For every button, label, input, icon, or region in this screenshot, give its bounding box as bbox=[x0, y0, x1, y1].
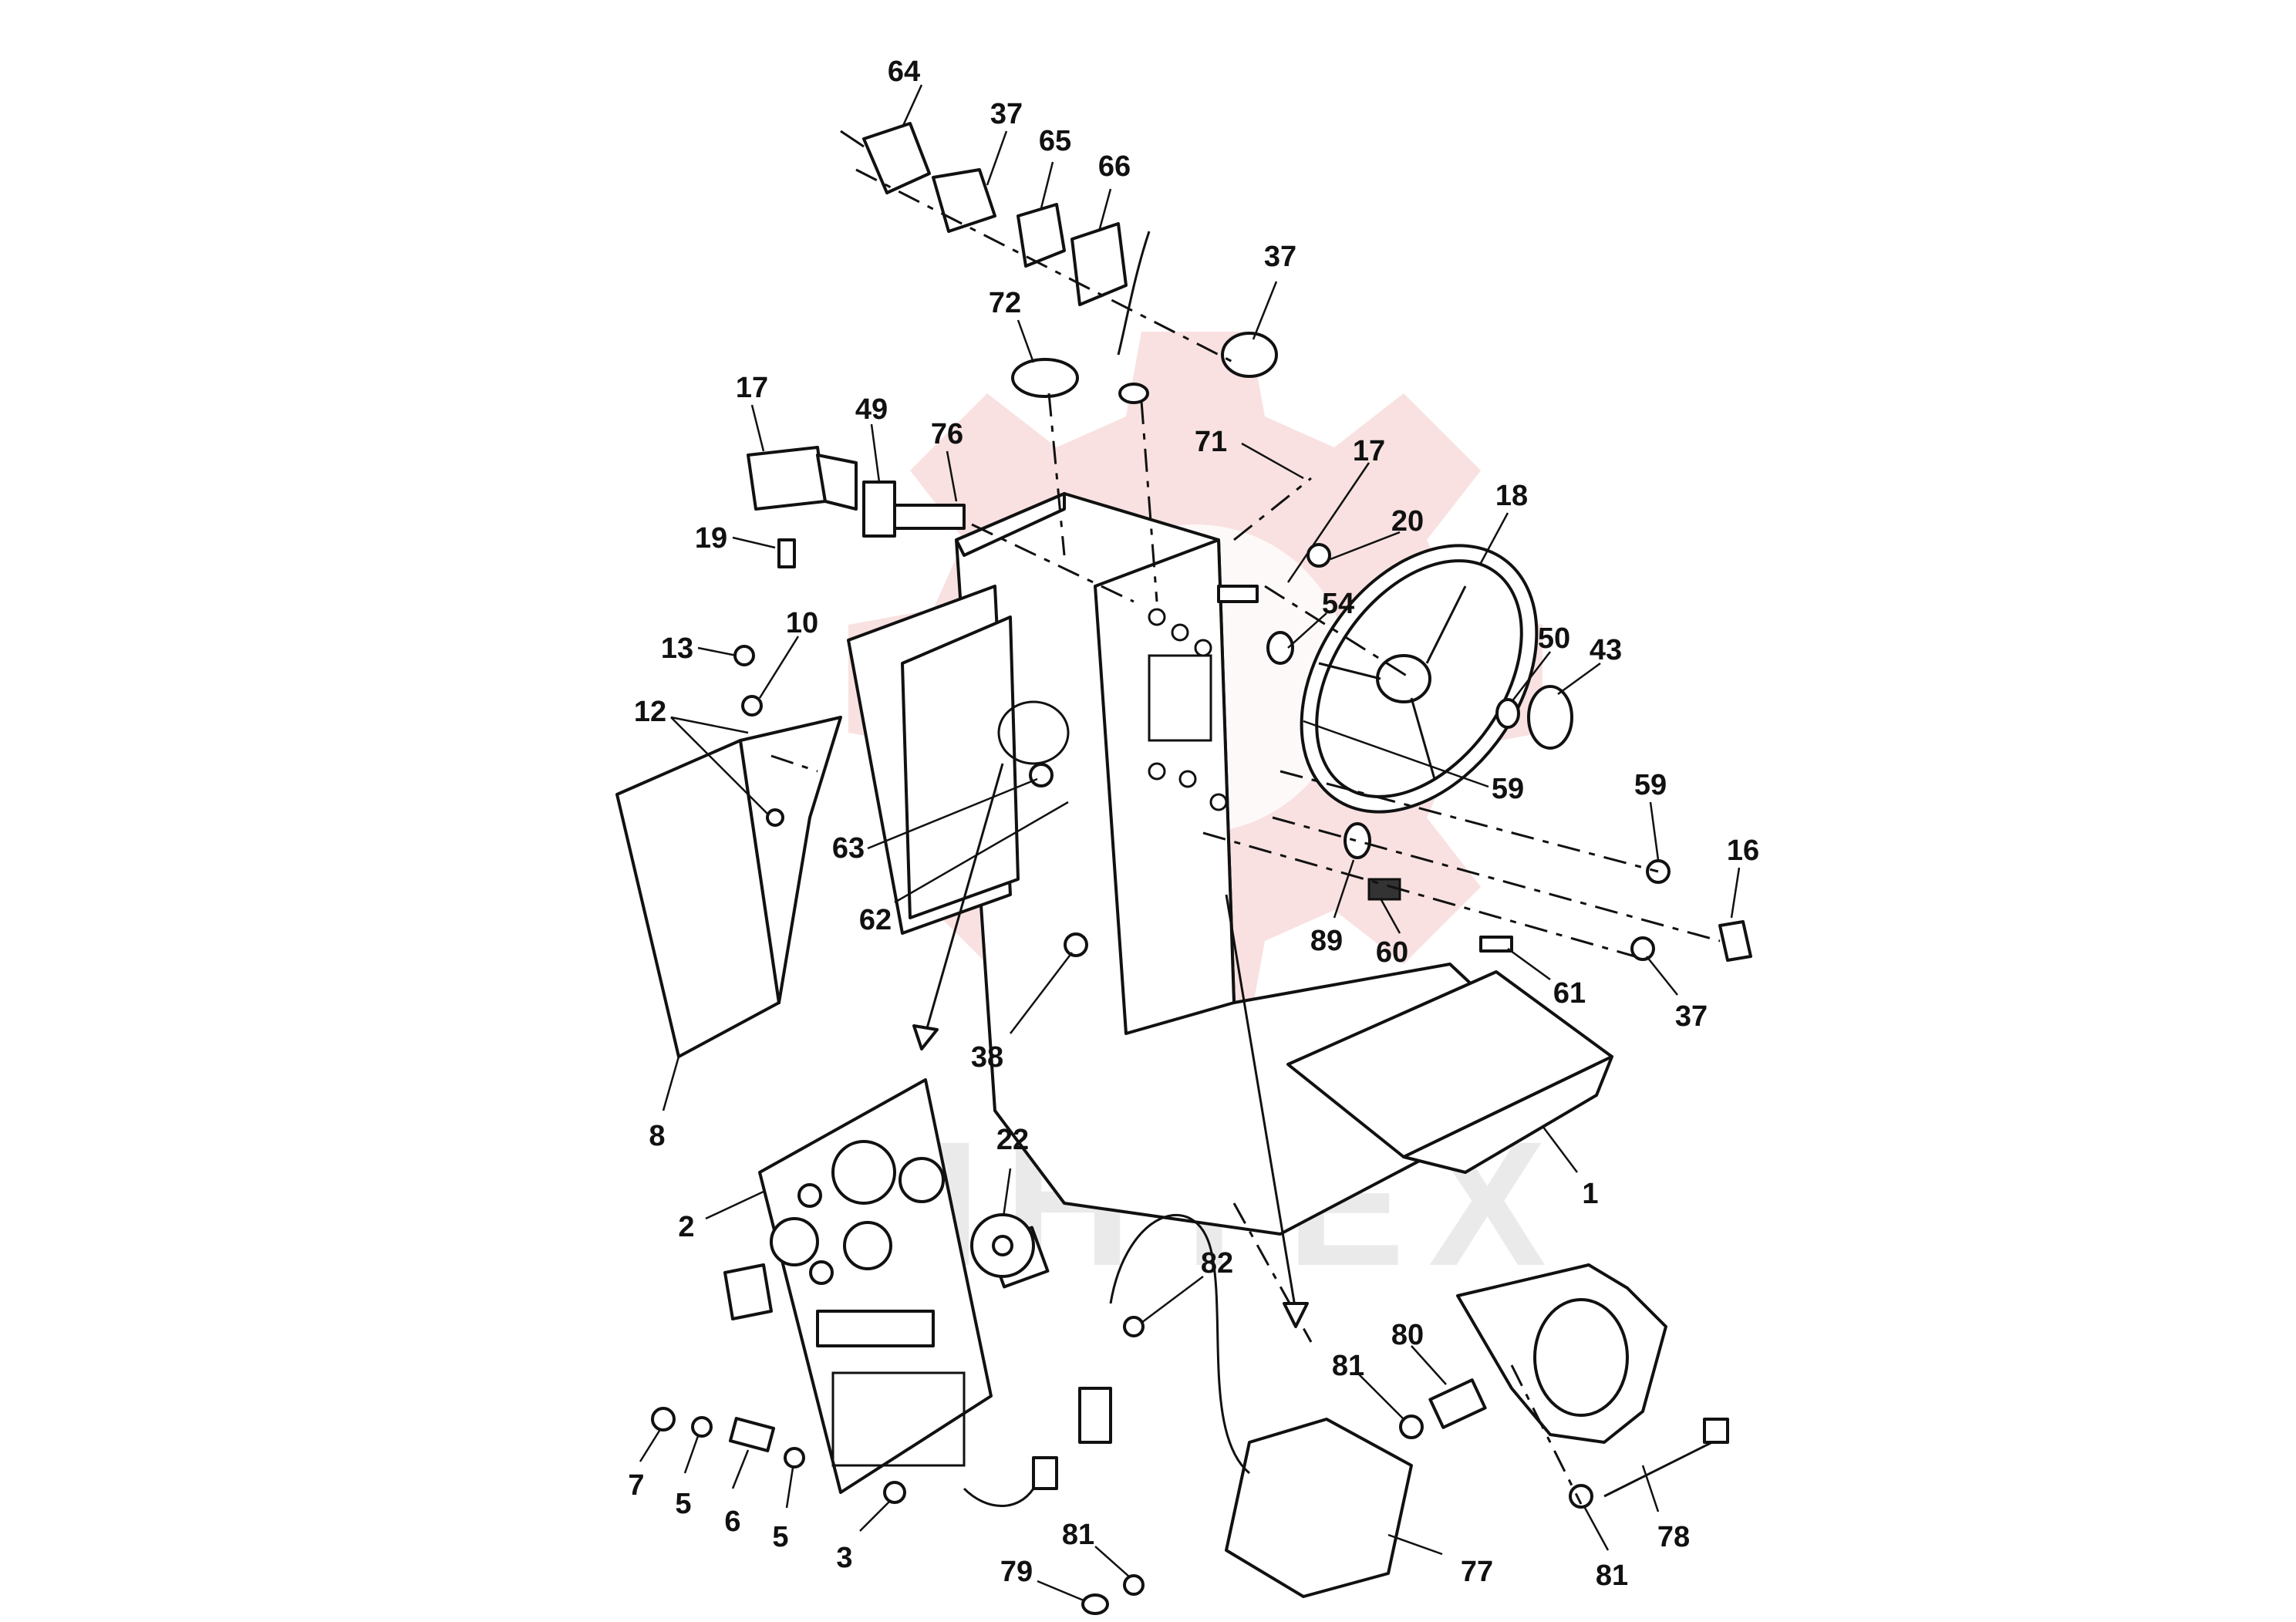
rear-housing bbox=[847, 585, 1070, 935]
motor-bracket bbox=[1225, 1263, 1729, 1598]
wiring-harness bbox=[963, 1213, 1250, 1615]
callout-label: 54 bbox=[1322, 588, 1354, 620]
callout-label: 16 bbox=[1727, 835, 1759, 867]
callout-label: 1 bbox=[1582, 1178, 1598, 1210]
callout-label: 65 bbox=[1039, 125, 1071, 157]
callout-label: 82 bbox=[1201, 1247, 1233, 1280]
cover-panel bbox=[615, 716, 842, 1058]
callout-label: 8 bbox=[649, 1120, 665, 1152]
callout-label: 13 bbox=[661, 632, 693, 665]
callout-label: 50 bbox=[1538, 622, 1570, 655]
callout-label: 18 bbox=[1495, 480, 1528, 512]
callout-label: 76 bbox=[931, 418, 963, 450]
callout-label: 77 bbox=[1461, 1556, 1493, 1588]
callout-label: 66 bbox=[1098, 150, 1131, 183]
callout-label: 22 bbox=[996, 1124, 1029, 1156]
callout-label: 20 bbox=[1391, 505, 1424, 538]
callout-label: 37 bbox=[990, 98, 1023, 130]
callout-label: 79 bbox=[1000, 1556, 1033, 1588]
callout-label: 3 bbox=[836, 1542, 852, 1574]
callout-label: 6 bbox=[724, 1506, 740, 1538]
callout-label: 59 bbox=[1492, 773, 1524, 805]
steering-wheel bbox=[1300, 544, 1539, 814]
floor-plate bbox=[1286, 970, 1613, 1174]
callout-label: 17 bbox=[1353, 435, 1385, 467]
callout-label: 7 bbox=[628, 1469, 644, 1502]
fastener-hardware bbox=[651, 538, 1088, 1504]
callout-label: 61 bbox=[1553, 977, 1586, 1010]
callout-label: 19 bbox=[695, 522, 727, 555]
callout-label: 5 bbox=[772, 1521, 788, 1553]
callout-label: 80 bbox=[1391, 1319, 1424, 1351]
callout-label: 89 bbox=[1310, 925, 1343, 957]
callout-label: 64 bbox=[888, 56, 920, 88]
callout-label: 71 bbox=[1195, 426, 1227, 458]
callout-label: 81 bbox=[1332, 1350, 1364, 1382]
key-switch-assembly bbox=[840, 122, 1278, 378]
callout-label: 12 bbox=[634, 696, 666, 728]
callout-layer: 64 37 65 66 37 72 71 17 49 76 19 17 bbox=[628, 56, 1759, 1602]
callout-label: 17 bbox=[736, 372, 768, 404]
callout-label: 38 bbox=[971, 1041, 1003, 1074]
callout-label: 49 bbox=[855, 393, 888, 426]
callout-label: 2 bbox=[678, 1211, 694, 1243]
callout-label: 37 bbox=[1675, 1000, 1708, 1033]
callout-label: 37 bbox=[1264, 241, 1296, 273]
callout-label: 72 bbox=[989, 287, 1021, 319]
callout-label: 63 bbox=[832, 832, 865, 865]
callout-label: 5 bbox=[675, 1488, 691, 1520]
callout-label: 60 bbox=[1376, 936, 1408, 969]
callout-label: 10 bbox=[786, 607, 818, 639]
instrument-panel bbox=[723, 1078, 993, 1494]
callout-label: 59 bbox=[1634, 769, 1667, 801]
callout-label: 81 bbox=[1062, 1519, 1094, 1551]
callout-label: 62 bbox=[859, 904, 892, 936]
top-plugs bbox=[1011, 358, 1149, 404]
assembly-lines bbox=[770, 168, 1721, 1505]
callout-label: 43 bbox=[1590, 634, 1622, 666]
callout-label: 78 bbox=[1657, 1521, 1690, 1553]
callout-label: 81 bbox=[1596, 1560, 1628, 1592]
